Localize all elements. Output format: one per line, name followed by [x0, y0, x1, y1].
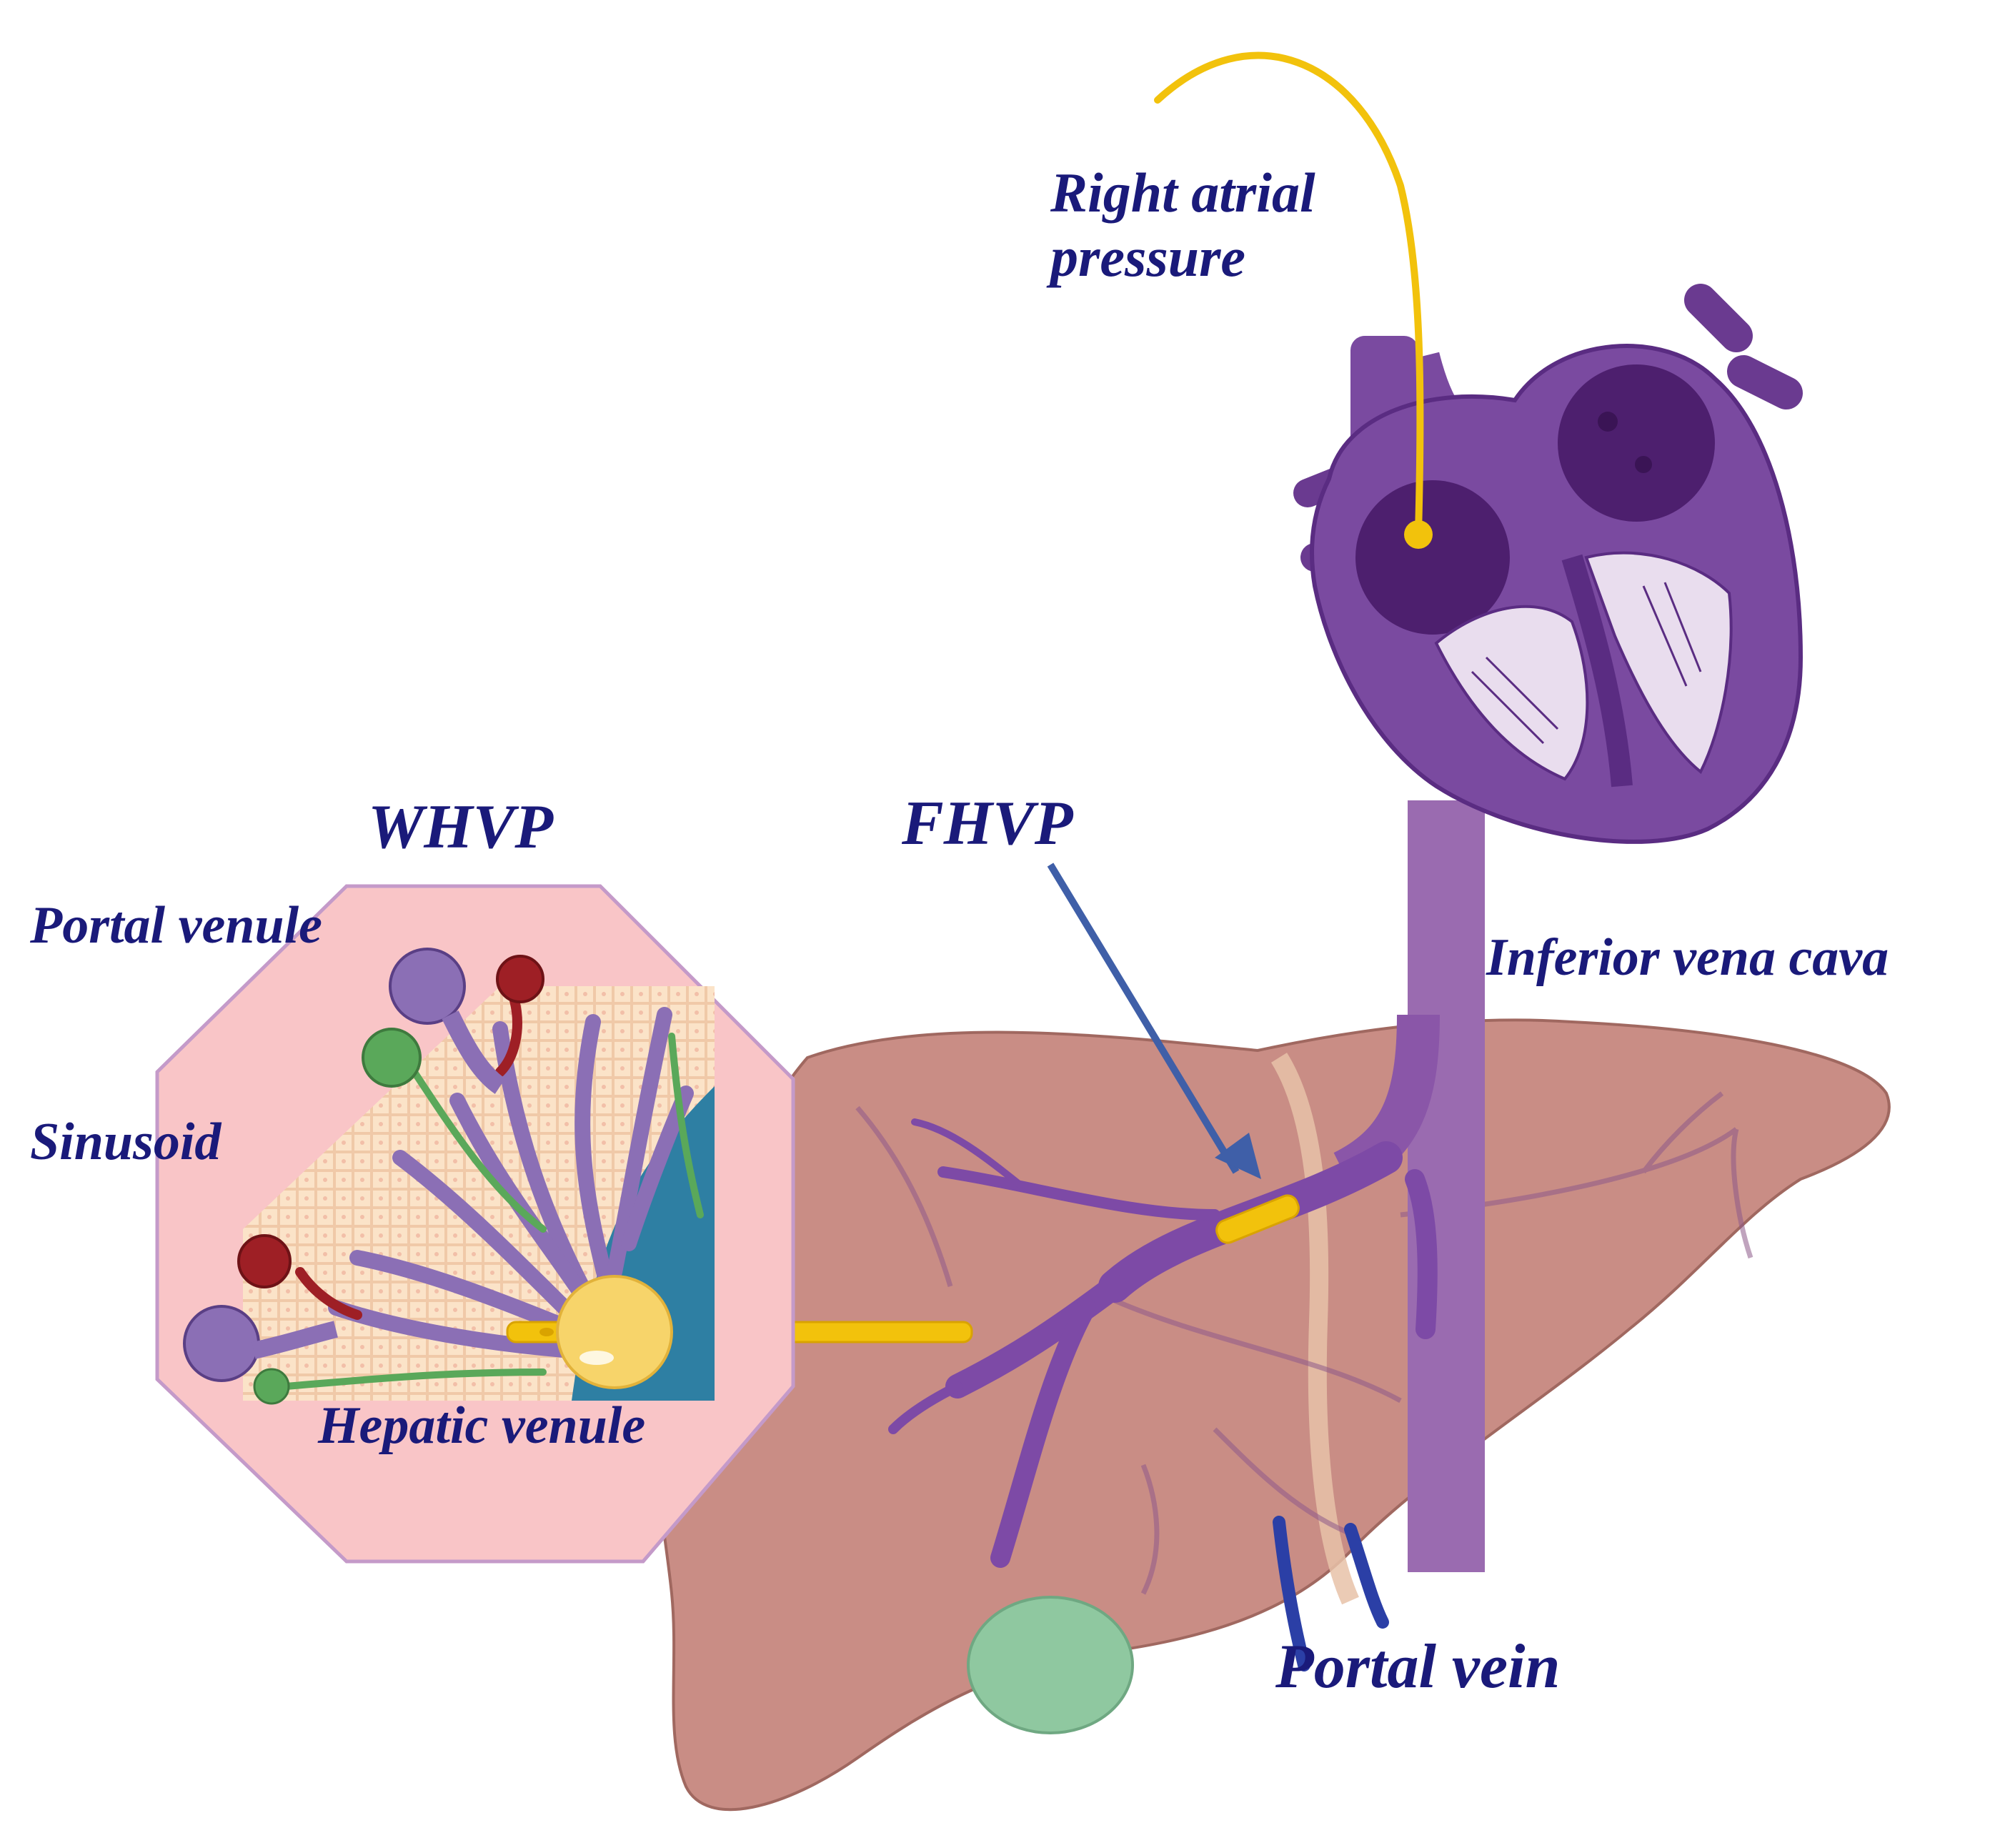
whvp-label: WHVP [368, 793, 554, 862]
sinusoid-label: Sinusoid [30, 1113, 222, 1171]
right-atrial-label-line2: pressure [1050, 225, 1246, 288]
portal-vein-vessels [1273, 1516, 1389, 1671]
wedge-balloon [506, 1275, 673, 1389]
hepatic-venule-label: Hepatic venule [318, 1396, 646, 1455]
right-atrial-catheter [1154, 51, 1433, 549]
hepatic-veins [888, 1118, 1438, 1568]
inferior-vena-cava-label: Inferior vena cava [1486, 928, 1889, 987]
right-atrial-pressure-label: Right atrial pressure [1050, 161, 1315, 289]
sinusoid-inset [155, 884, 795, 1564]
portal-vein-label: Portal vein [1275, 1632, 1561, 1702]
portal-venule-ball [389, 948, 466, 1025]
gallbladder [967, 1596, 1134, 1734]
heart [1293, 284, 1804, 844]
fhvp-arrow [1047, 863, 1261, 1179]
fhvp-label: FHVP [902, 789, 1073, 858]
portal-venule-label: Portal venule [30, 896, 323, 955]
fhvp-catheter-segment [1215, 1194, 1300, 1244]
right-atrial-label-line1: Right atrial [1050, 162, 1315, 224]
liver [654, 1018, 1891, 1812]
